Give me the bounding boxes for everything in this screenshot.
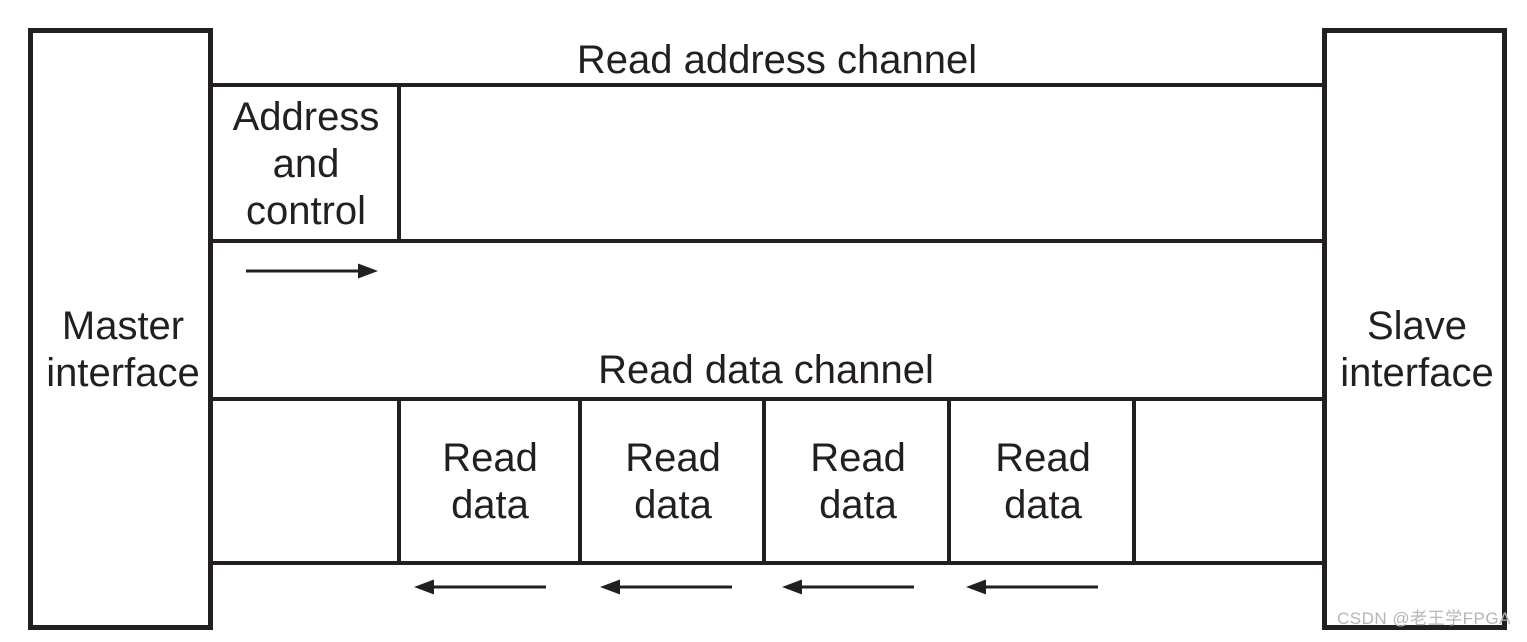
data-row-divider-4 (947, 397, 951, 565)
right-arrow-icon (246, 263, 378, 279)
master-interface-box (28, 28, 213, 630)
data-row-bottom-line (211, 561, 1324, 565)
data-row-divider-5 (1132, 397, 1136, 565)
master-interface-label: Master interface (46, 304, 200, 395)
read-data-channel-title: Read data channel (598, 348, 934, 392)
data-row-divider-1 (397, 397, 401, 565)
slave-interface-label: Slave interface (1340, 304, 1494, 395)
address-box-right-edge (397, 83, 401, 243)
left-arrow-icon (782, 579, 914, 595)
left-arrow-icon (600, 579, 732, 595)
read-address-channel-title: Read address channel (576, 38, 978, 82)
read-data-cell-label: Read data (442, 436, 538, 527)
left-arrow-icon (414, 579, 546, 595)
data-row-divider-2 (578, 397, 582, 565)
left-arrow-icon (966, 579, 1098, 595)
address-band-top-line (211, 83, 1324, 87)
data-row-top-line (211, 397, 1324, 401)
address-band-bottom-line (211, 239, 1324, 243)
slave-interface-box (1322, 28, 1507, 630)
read-data-cell-label: Read data (995, 436, 1091, 527)
read-data-cell-label: Read data (810, 436, 906, 527)
data-row-divider-3 (762, 397, 766, 565)
csdn-watermark: CSDN @老王学FPGA (1337, 609, 1511, 628)
address-and-control-label: Address and control (232, 95, 380, 233)
read-data-cell-label: Read data (625, 436, 721, 527)
